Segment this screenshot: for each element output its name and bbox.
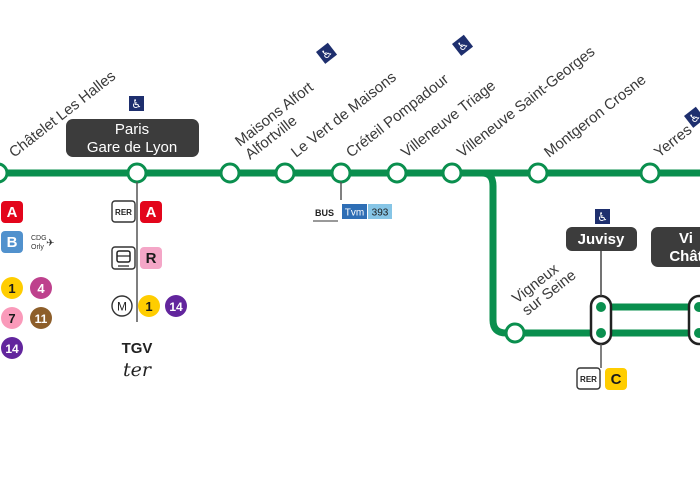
tvm-badge[interactable]: Tvm xyxy=(342,204,367,219)
svg-text:C: C xyxy=(611,371,622,388)
svg-text:Tvm: Tvm xyxy=(345,208,364,219)
svg-text:1: 1 xyxy=(8,281,15,296)
station-label-box-gare-de-lyon: Paris Gare de Lyon xyxy=(66,119,199,157)
airport-cdg-label: CDG xyxy=(31,235,47,242)
accessibility-icons: ♿ ♿ ♿ ♿ ♿ xyxy=(129,34,700,224)
station-marker-villeneuve-triage[interactable] xyxy=(386,162,408,184)
transilien-r-badge[interactable]: R xyxy=(140,247,162,269)
bus-tag: BUS xyxy=(315,208,334,218)
wheelchair-icon: ♿ xyxy=(452,34,474,56)
rer-tag: RER xyxy=(111,200,136,223)
station-marker-chatelet[interactable] xyxy=(0,162,9,184)
station-label-villeneuve-triage: Villeneuve Triage xyxy=(398,77,499,161)
connections-juvisy: RER C xyxy=(576,344,627,390)
airport-orly-label: Orly xyxy=(31,244,44,251)
metro-1-badge[interactable]: 1 xyxy=(1,277,23,299)
svg-text:M: M xyxy=(117,300,127,314)
metro-1-badge[interactable]: 1 xyxy=(138,295,160,317)
station-marker-vigneux[interactable] xyxy=(504,322,526,344)
plane-icon: ✈ xyxy=(46,238,54,249)
ter-logo: ter xyxy=(123,359,153,381)
interchange-viry[interactable] xyxy=(687,294,700,346)
metro-14-badge[interactable]: 14 xyxy=(165,295,187,317)
wheelchair-icon: ♿ xyxy=(316,42,338,64)
svg-text:♿: ♿ xyxy=(131,97,142,111)
station-marker-yerres[interactable] xyxy=(639,162,661,184)
bus-393-badge[interactable]: 393 xyxy=(368,204,392,219)
station-marker-villeneuve-st-georges[interactable] xyxy=(441,162,463,184)
svg-text:7: 7 xyxy=(8,311,15,326)
svg-text:RER: RER xyxy=(115,208,132,217)
rer-c-badge[interactable]: C xyxy=(605,368,627,390)
rer-b-badge[interactable]: B xyxy=(1,231,23,253)
wheelchair-icon: ♿ xyxy=(595,209,610,224)
metro-14-badge[interactable]: 14 xyxy=(1,337,23,359)
svg-text:B: B xyxy=(7,234,18,251)
metro-icon: M xyxy=(111,295,133,317)
svg-text:♿: ♿ xyxy=(454,37,471,55)
connections-creteil: BUS Tvm 393 xyxy=(313,182,392,222)
connections-gare-de-lyon: RER A R M 1 14 TGV ter xyxy=(111,182,187,381)
rer-tag: RER xyxy=(576,367,601,390)
station-label-juvisy: Juvisy xyxy=(578,231,625,248)
station-marker-montgeron[interactable] xyxy=(527,162,549,184)
metro-4-badge[interactable]: 4 xyxy=(30,277,52,299)
svg-text:A: A xyxy=(146,204,157,221)
rer-a-badge[interactable]: A xyxy=(1,201,23,223)
rer-a-badge[interactable]: A xyxy=(140,201,162,223)
station-marker-maisons-alfort[interactable] xyxy=(219,162,241,184)
svg-text:A: A xyxy=(7,204,18,221)
station-labels: Châtelet Les Halles Maisons Alfort Alfor… xyxy=(6,43,695,319)
svg-text:14: 14 xyxy=(5,342,19,356)
station-marker-creteil[interactable] xyxy=(330,162,352,184)
station-label-gare-de-lyon: Gare de Lyon xyxy=(87,139,177,156)
svg-text:1: 1 xyxy=(145,299,152,314)
svg-text:♿: ♿ xyxy=(597,210,608,224)
station-label-paris: Paris xyxy=(115,121,149,138)
tgv-label: TGV xyxy=(122,340,153,357)
wheelchair-icon: ♿ xyxy=(129,96,144,111)
branch-track xyxy=(481,169,700,337)
station-label-yerres: Yerres xyxy=(651,121,695,161)
station-label-viry-line1: Vi xyxy=(679,230,693,247)
station-marker-gare-de-lyon[interactable] xyxy=(126,162,148,184)
svg-text:14: 14 xyxy=(169,300,183,314)
train-icon xyxy=(111,246,136,270)
svg-text:393: 393 xyxy=(372,208,389,219)
svg-text:11: 11 xyxy=(35,312,48,326)
station-label-box-viry: Vi Chât xyxy=(651,227,700,267)
connections-chatelet: A B CDG Orly ✈ 1 4 7 11 14 xyxy=(1,201,54,359)
station-label-box-juvisy: Juvisy xyxy=(566,227,637,296)
svg-text:R: R xyxy=(146,250,157,267)
interchange-juvisy[interactable] xyxy=(589,294,613,346)
metro-11-badge[interactable]: 11 xyxy=(30,307,52,329)
station-label-viry-line2: Chât xyxy=(669,248,700,265)
metro-7-badge[interactable]: 7 xyxy=(1,307,23,329)
svg-text:4: 4 xyxy=(37,281,45,296)
svg-text:RER: RER xyxy=(580,375,597,384)
station-marker-vert-de-maisons[interactable] xyxy=(274,162,296,184)
svg-text:♿: ♿ xyxy=(318,45,335,63)
station-markers xyxy=(0,162,661,344)
